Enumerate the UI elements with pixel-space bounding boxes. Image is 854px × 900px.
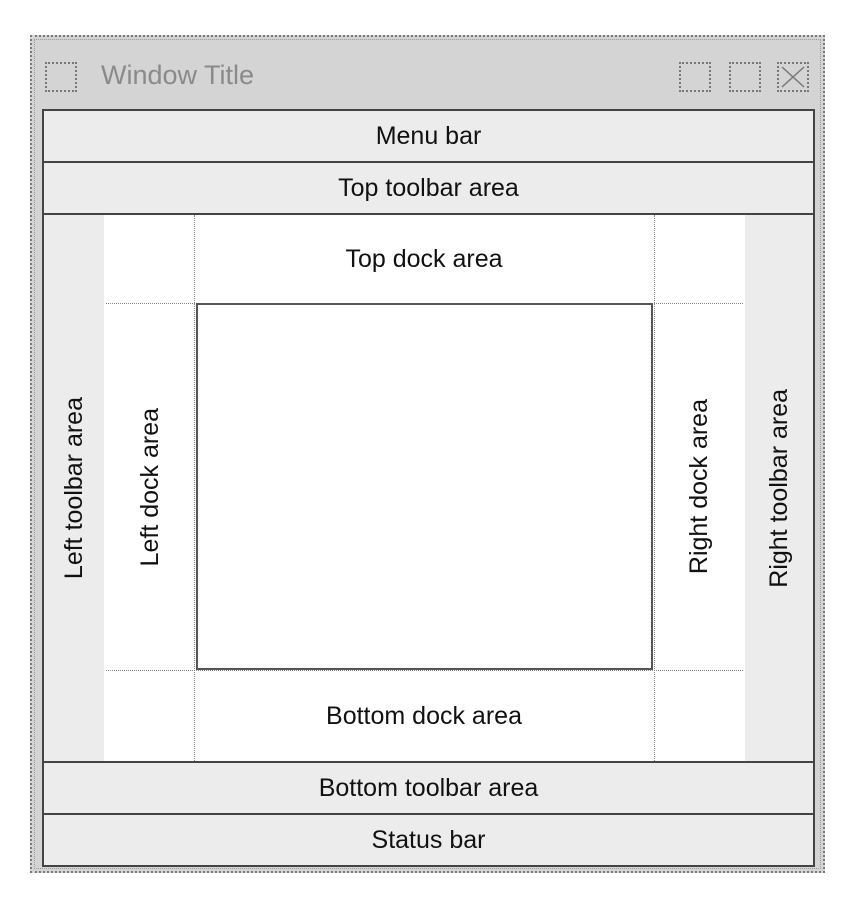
top-dock-area: Top dock area [195,215,653,303]
central-widget[interactable] [196,303,653,670]
dock-divider-right [654,215,655,761]
right-toolbar-area: Right toolbar area [743,213,815,763]
bottom-toolbar-label: Bottom toolbar area [318,773,539,802]
right-toolbar-label: Right toolbar area [764,388,793,588]
window-menu-icon[interactable] [45,62,77,92]
left-dock-area: Left dock area [106,304,194,670]
left-toolbar-area: Left toolbar area [42,213,106,763]
status-bar-label: Status bar [371,825,486,854]
top-toolbar-label: Top toolbar area [338,173,519,202]
dock-divider-bottom [106,670,743,671]
bottom-dock-label: Bottom dock area [326,701,522,730]
window-frame: Window Title Menu bar Top toolbar area L… [30,35,825,873]
left-dock-label: Left dock area [135,407,164,567]
window-frame-inner-border [34,39,821,869]
top-toolbar-area: Top toolbar area [42,161,815,215]
bottom-toolbar-area: Bottom toolbar area [42,761,815,815]
top-dock-label: Top dock area [345,244,503,273]
maximize-icon[interactable] [729,62,761,92]
menu-bar-area: Menu bar [42,109,815,163]
minimize-icon[interactable] [679,62,711,92]
bottom-dock-area: Bottom dock area [195,671,653,761]
window-title: Window Title [101,60,255,90]
right-dock-area: Right dock area [655,304,743,670]
close-icon[interactable] [777,62,809,92]
menu-bar-label: Menu bar [375,121,482,150]
title-bar[interactable]: Window Title [45,55,817,102]
dock-divider-left [194,215,195,761]
left-toolbar-label: Left toolbar area [59,396,88,580]
right-dock-label: Right dock area [684,399,713,575]
status-bar-area: Status bar [42,813,815,867]
